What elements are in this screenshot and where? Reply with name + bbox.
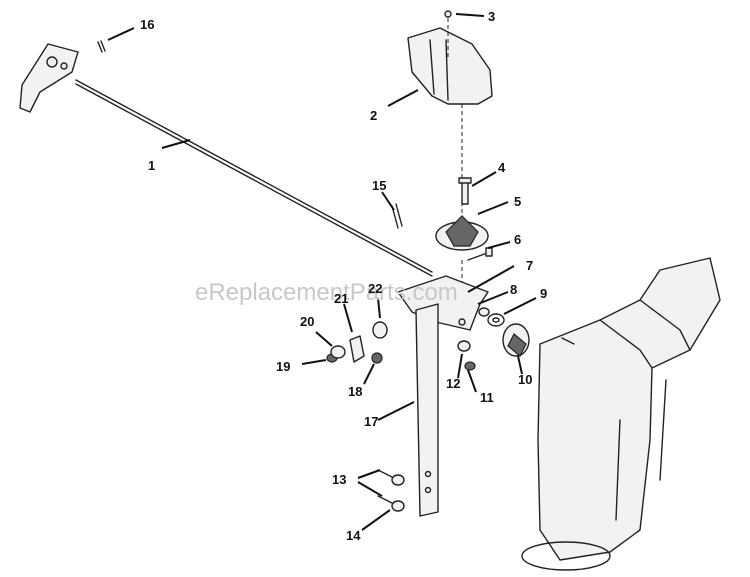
callout-1: 1 [148, 158, 155, 173]
bolt-6 [467, 247, 493, 261]
screw-3 [444, 10, 452, 18]
callout-5: 5 [514, 194, 521, 209]
callout-19: 19 [276, 359, 290, 374]
mounting-bracket [19, 43, 79, 113]
callout-20: 20 [300, 314, 314, 329]
control-rod [75, 79, 433, 277]
callout-6: 6 [514, 232, 521, 247]
lever-21 [349, 335, 365, 363]
callout-9: 9 [540, 286, 547, 301]
discharge-chute [521, 257, 721, 571]
watermark: eReplacementParts.com [195, 279, 458, 306]
callout-22: 22 [368, 281, 382, 296]
callout-11: 11 [480, 390, 494, 405]
washer-20 [330, 345, 346, 359]
callout-15: 15 [372, 178, 386, 193]
cotter-pin-16 [97, 40, 106, 53]
callout-13: 13 [332, 472, 346, 487]
callout-10: 10 [518, 372, 532, 387]
pinion-gear-10 [502, 323, 530, 357]
callout-8: 8 [510, 282, 517, 297]
leader-lines [107, 13, 537, 531]
washer-9 [487, 313, 505, 327]
callout-3: 3 [488, 9, 495, 24]
spacer-22 [372, 321, 388, 339]
callout-14: 14 [346, 528, 361, 543]
bolts-13 [377, 469, 405, 512]
callout-2: 2 [370, 108, 377, 123]
support-post [415, 303, 439, 517]
callout-17: 17 [364, 414, 378, 429]
callout-18: 18 [348, 384, 362, 399]
callout-7: 7 [526, 258, 533, 273]
nut-18 [371, 352, 383, 364]
washer-7-8 [478, 307, 490, 317]
bolt-4 [458, 177, 472, 205]
callout-21: 21 [334, 291, 348, 306]
nut-11 [464, 361, 476, 371]
callout-12: 12 [446, 376, 460, 391]
callout-4: 4 [498, 160, 506, 175]
bevel-gear-5 [435, 215, 489, 251]
washer-12 [457, 340, 471, 352]
chute-crank-cover [407, 27, 493, 105]
callout-16: 16 [140, 17, 154, 32]
